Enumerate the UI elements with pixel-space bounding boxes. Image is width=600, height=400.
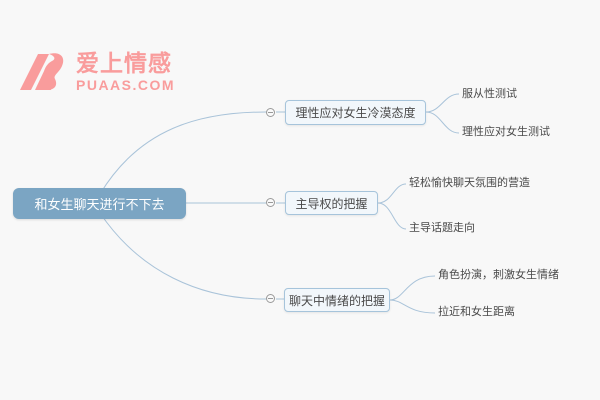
collapse-toggle-branch1[interactable]	[266, 108, 275, 117]
leaf-node-3-1[interactable]: 角色扮演，刺激女生情绪	[438, 269, 559, 281]
minus-icon	[268, 298, 273, 299]
connector-root-branch3	[99, 212, 267, 300]
puaas-logo-icon	[20, 53, 64, 90]
connector-branch1-leaf1	[425, 93, 460, 113]
leaf-node-3-2[interactable]: 拉近和女生距离	[438, 306, 515, 318]
connector-branch3-leaf1	[389, 275, 436, 301]
logo-domain: PUAAS.COM	[76, 76, 176, 93]
minus-icon	[268, 202, 273, 203]
connector-branch1-leaf2	[425, 111, 460, 134]
connector-branch3-leaf2	[389, 299, 436, 314]
connector-branch2-leaf2	[377, 202, 407, 230]
leaf-node-2-2[interactable]: 主导话题走向	[409, 222, 475, 234]
leaf-node-1-1[interactable]: 服从性测试	[462, 88, 517, 100]
collapse-toggle-branch3[interactable]	[266, 294, 275, 303]
root-node[interactable]: 和女生聊天进行不下去	[13, 188, 186, 219]
connector-root-branch1	[99, 111, 267, 195]
minus-icon	[268, 112, 273, 113]
branch-node-2[interactable]: 主导权的把握	[285, 191, 378, 215]
site-logo[interactable]: 爱上情感 PUAAS.COM	[18, 48, 175, 94]
branch-node-1[interactable]: 理性应对女生冷漠态度	[285, 100, 426, 125]
leaf-node-2-1[interactable]: 轻松愉快聊天氛围的营造	[409, 177, 530, 189]
logo-text: 爱上情感 PUAAS.COM	[76, 50, 175, 93]
leaf-node-1-2[interactable]: 理性应对女生测试	[462, 126, 550, 138]
logo-brand-name: 爱上情感	[76, 49, 172, 76]
collapse-toggle-branch2[interactable]	[266, 198, 275, 207]
connector-branch2-leaf1	[377, 183, 407, 204]
branch-node-3[interactable]: 聊天中情绪的把握	[284, 288, 390, 312]
